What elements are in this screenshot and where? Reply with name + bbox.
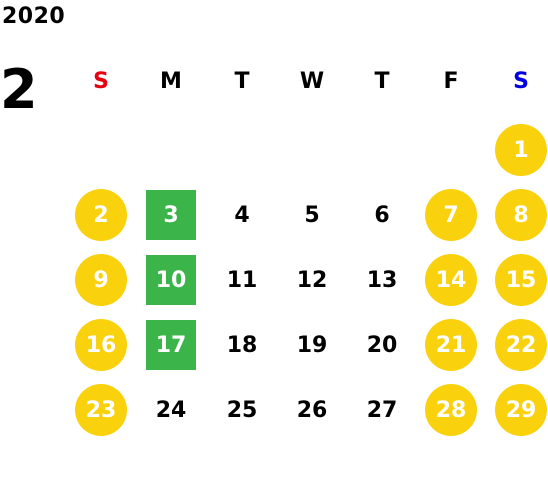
holiday-day-circle: 1 <box>495 124 547 176</box>
weekday-header-fri: F <box>443 68 459 94</box>
holiday-day-circle: 22 <box>495 319 547 371</box>
calendar-day: 5 <box>304 202 320 228</box>
calendar-day: 24 <box>155 397 187 423</box>
holiday-day-circle: 23 <box>75 384 127 436</box>
year-label: 2020 <box>2 4 66 29</box>
calendar-day: 27 <box>366 397 398 423</box>
holiday-day-circle: 2 <box>75 189 127 241</box>
calendar-day: 11 <box>226 267 258 293</box>
holiday-day-circle: 7 <box>425 189 477 241</box>
calendar-day: 19 <box>296 332 328 358</box>
holiday-day-circle: 8 <box>495 189 547 241</box>
highlighted-day-square: 10 <box>146 255 196 305</box>
weekday-header-mon: M <box>160 68 182 94</box>
calendar-day: 12 <box>296 267 328 293</box>
calendar-day: 20 <box>366 332 398 358</box>
holiday-day-circle: 16 <box>75 319 127 371</box>
weekday-header-sat: S <box>513 68 529 94</box>
calendar-day: 18 <box>226 332 258 358</box>
weekday-header-tue: T <box>234 68 250 94</box>
weekday-header-sun: S <box>93 68 109 94</box>
calendar-day: 13 <box>366 267 398 293</box>
calendar-day: 26 <box>296 397 328 423</box>
holiday-day-circle: 29 <box>495 384 547 436</box>
holiday-day-circle: 15 <box>495 254 547 306</box>
weekday-header-thu: T <box>374 68 390 94</box>
calendar-day: 25 <box>226 397 258 423</box>
holiday-day-circle: 9 <box>75 254 127 306</box>
calendar-day: 4 <box>234 202 250 228</box>
calendar-day: 6 <box>374 202 390 228</box>
holiday-day-circle: 14 <box>425 254 477 306</box>
highlighted-day-square: 3 <box>146 190 196 240</box>
month-number: 2 <box>0 58 38 121</box>
weekday-header-wed: W <box>299 68 325 94</box>
holiday-day-circle: 28 <box>425 384 477 436</box>
holiday-day-circle: 21 <box>425 319 477 371</box>
highlighted-day-square: 17 <box>146 320 196 370</box>
